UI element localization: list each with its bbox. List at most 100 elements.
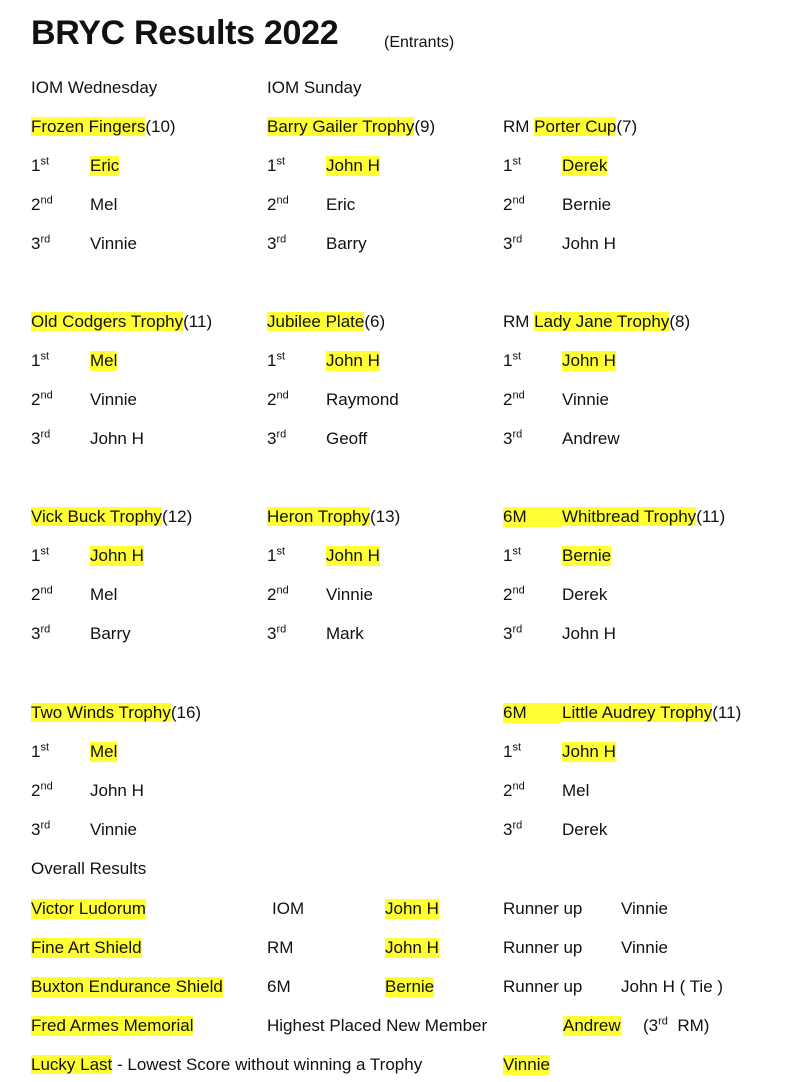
trophy-header: Frozen Fingers(10) [31,117,176,137]
entrant-count: (16) [170,703,202,722]
competitor-name: Andrew [562,429,620,448]
overall-trophy: Victor Ludorum [31,899,146,919]
lucky-last-row: Lucky Last - Lowest Score without winnin… [31,1055,422,1075]
entrant-count: (12) [162,507,193,526]
placing: 1st [31,350,50,370]
placing: 2nd [31,584,53,604]
entrant-count: (6) [364,312,386,331]
competitor-name: Mel [90,585,118,604]
placing: 3rd [503,233,523,253]
placing: 2nd [31,389,53,409]
fred-armes-winner: Andrew [563,1016,621,1036]
trophy-name: Little Audrey Trophy [562,703,713,722]
competitor-name: Vinnie [326,585,373,604]
placing: 3rd [267,623,287,643]
placing: 3rd [267,428,287,448]
placing: 1st [503,545,522,565]
overall-trophy: Fine Art Shield [31,938,142,958]
lucky-last-winner: Vinnie [503,1055,550,1075]
entrant-count: (11) [696,507,726,526]
overall-winner: John H [385,899,439,919]
overall-class: 6M [267,977,291,996]
placing: 1st [267,545,286,565]
competitor-name: John H [562,742,616,762]
competitor-name: Mark [326,624,364,643]
trophy-name: Old Codgers Trophy [31,312,184,331]
placing: 2nd [503,389,525,409]
entrants-note: (Entrants) [384,34,455,51]
competitor-name: Eric [90,156,120,176]
competitor-name: Mel [562,781,590,800]
competitor-name: Mel [90,742,118,762]
trophy-name: Whitbread Trophy [562,507,697,526]
trophy-name: Heron Trophy [267,507,370,526]
competitor-name: John H [326,156,380,176]
iom-wednesday-header: IOM Wednesday [31,78,158,97]
competitor-name: John H [562,624,616,643]
trophy-name: Frozen Fingers [31,117,146,136]
competitor-name: Mel [90,195,118,214]
class-prefix: RM [503,117,535,136]
competitor-name: Raymond [326,390,399,409]
competitor-name: Derek [562,156,608,176]
competitor-name: Vinnie [90,820,137,839]
fred-armes-trophy: Fred Armes Memorial [31,1016,194,1036]
placing: 2nd [503,194,525,214]
competitor-name: Geoff [326,429,368,448]
trophy-name: Lady Jane Trophy [534,312,670,331]
overall-winner: Bernie [385,977,435,997]
overall-class: RM [267,938,294,957]
class-prefix: RM [503,312,535,331]
runner-up-label: Runner up [503,977,583,996]
overall-results-title: Overall Results [31,859,147,878]
placing: 3rd [503,819,523,839]
entrant-count: (11) [183,312,213,331]
competitor-name: Vinnie [90,390,137,409]
competitor-name: Mel [90,351,118,371]
placing: 3rd [267,233,287,253]
trophy-header: Vick Buck Trophy(12) [31,507,192,527]
trophy-name: Jubilee Plate [267,312,365,331]
placing: 1st [31,741,50,761]
entrant-count: (7) [616,117,638,136]
class-prefix: 6M [503,507,562,527]
trophy-header: RM Lady Jane Trophy(8) [503,312,690,332]
runner-up-label: Runner up [503,938,583,957]
placing: 2nd [267,584,289,604]
trophy-name: Vick Buck Trophy [31,507,163,526]
page-title: BRYC Results 2022 [31,14,339,52]
runner-up-name: Vinnie [621,899,668,918]
competitor-name: John H [562,234,616,253]
placing: 2nd [31,780,53,800]
placing: 3rd [31,819,51,839]
lucky-last-trophy: Lucky Last [31,1055,113,1074]
overall-class: IOM [272,899,305,918]
placing: 1st [503,350,522,370]
placing: 2nd [267,194,289,214]
placing: 2nd [503,780,525,800]
trophy-header: Jubilee Plate(6) [267,312,385,332]
trophy-header: Barry Gailer Trophy(9) [267,117,435,137]
placing: 3rd [503,623,523,643]
entrant-count: (11) [712,703,742,722]
placing: 1st [31,545,50,565]
competitor-name: Eric [326,195,356,214]
placing: 1st [503,155,522,175]
placing: 2nd [503,584,525,604]
placing: 3rd [503,428,523,448]
entrant-count: (10) [145,117,176,136]
overall-trophy: Buxton Endurance Shield [31,977,223,997]
trophy-name: Two Winds Trophy [31,703,171,722]
trophy-header: Heron Trophy(13) [267,507,400,527]
entrant-count: (8) [669,312,691,331]
class-prefix: 6M [503,703,562,723]
overall-winner: John H [385,938,439,958]
placing: 1st [31,155,50,175]
runner-up-name: John H ( Tie ) [621,977,724,996]
iom-sunday-header: IOM Sunday [267,78,362,97]
trophy-header: Old Codgers Trophy(11) [31,312,212,332]
fred-armes-desc: Highest Placed New Member [267,1016,488,1035]
runner-up-name: Vinnie [621,938,668,957]
trophy-name: Barry Gailer Trophy [267,117,415,136]
